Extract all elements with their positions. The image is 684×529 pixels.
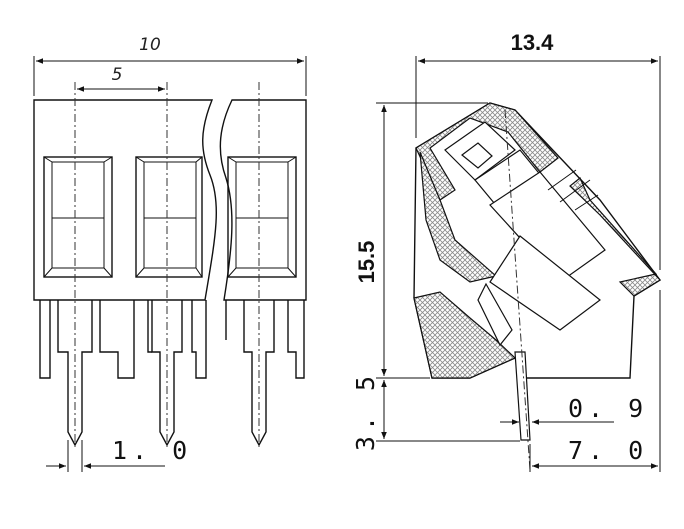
- side-centerline: [504, 109, 531, 471]
- dim-7-0: [529, 290, 661, 472]
- front-centerlines: [74, 82, 260, 450]
- dim-label-13-4: 13.4: [511, 30, 555, 55]
- dim-3-5: [376, 380, 520, 442]
- dim-label-15-5: 15.5: [354, 241, 379, 284]
- dim-label-0-9: 0. 9: [568, 394, 648, 423]
- terminal-windows: [43, 156, 297, 278]
- side-hatch-top: [415, 102, 559, 201]
- dim-label-5: 5: [112, 65, 123, 85]
- side-clamp: [444, 121, 606, 347]
- side-view: [376, 56, 662, 472]
- dim-label-10: 10: [139, 35, 161, 55]
- front-view: [33, 56, 307, 472]
- dim-label-3-5: 3. 5: [351, 371, 380, 451]
- front-body-right: [219, 99, 307, 301]
- front-body-left: [33, 99, 217, 301]
- side-hatch-left: [419, 151, 498, 283]
- dim-10: [33, 56, 307, 96]
- front-standoffs: [39, 300, 305, 379]
- dim-label-1-0: 1. 0: [112, 436, 192, 465]
- side-hatch-bottom: [413, 291, 517, 379]
- dim-15-5: [376, 102, 488, 379]
- front-pins: [57, 300, 275, 447]
- dim-label-7-0: 7. 0: [568, 436, 648, 465]
- side-hatch-right: [569, 177, 661, 297]
- dim-13-4: [415, 56, 661, 270]
- dim-1-0: [46, 440, 165, 472]
